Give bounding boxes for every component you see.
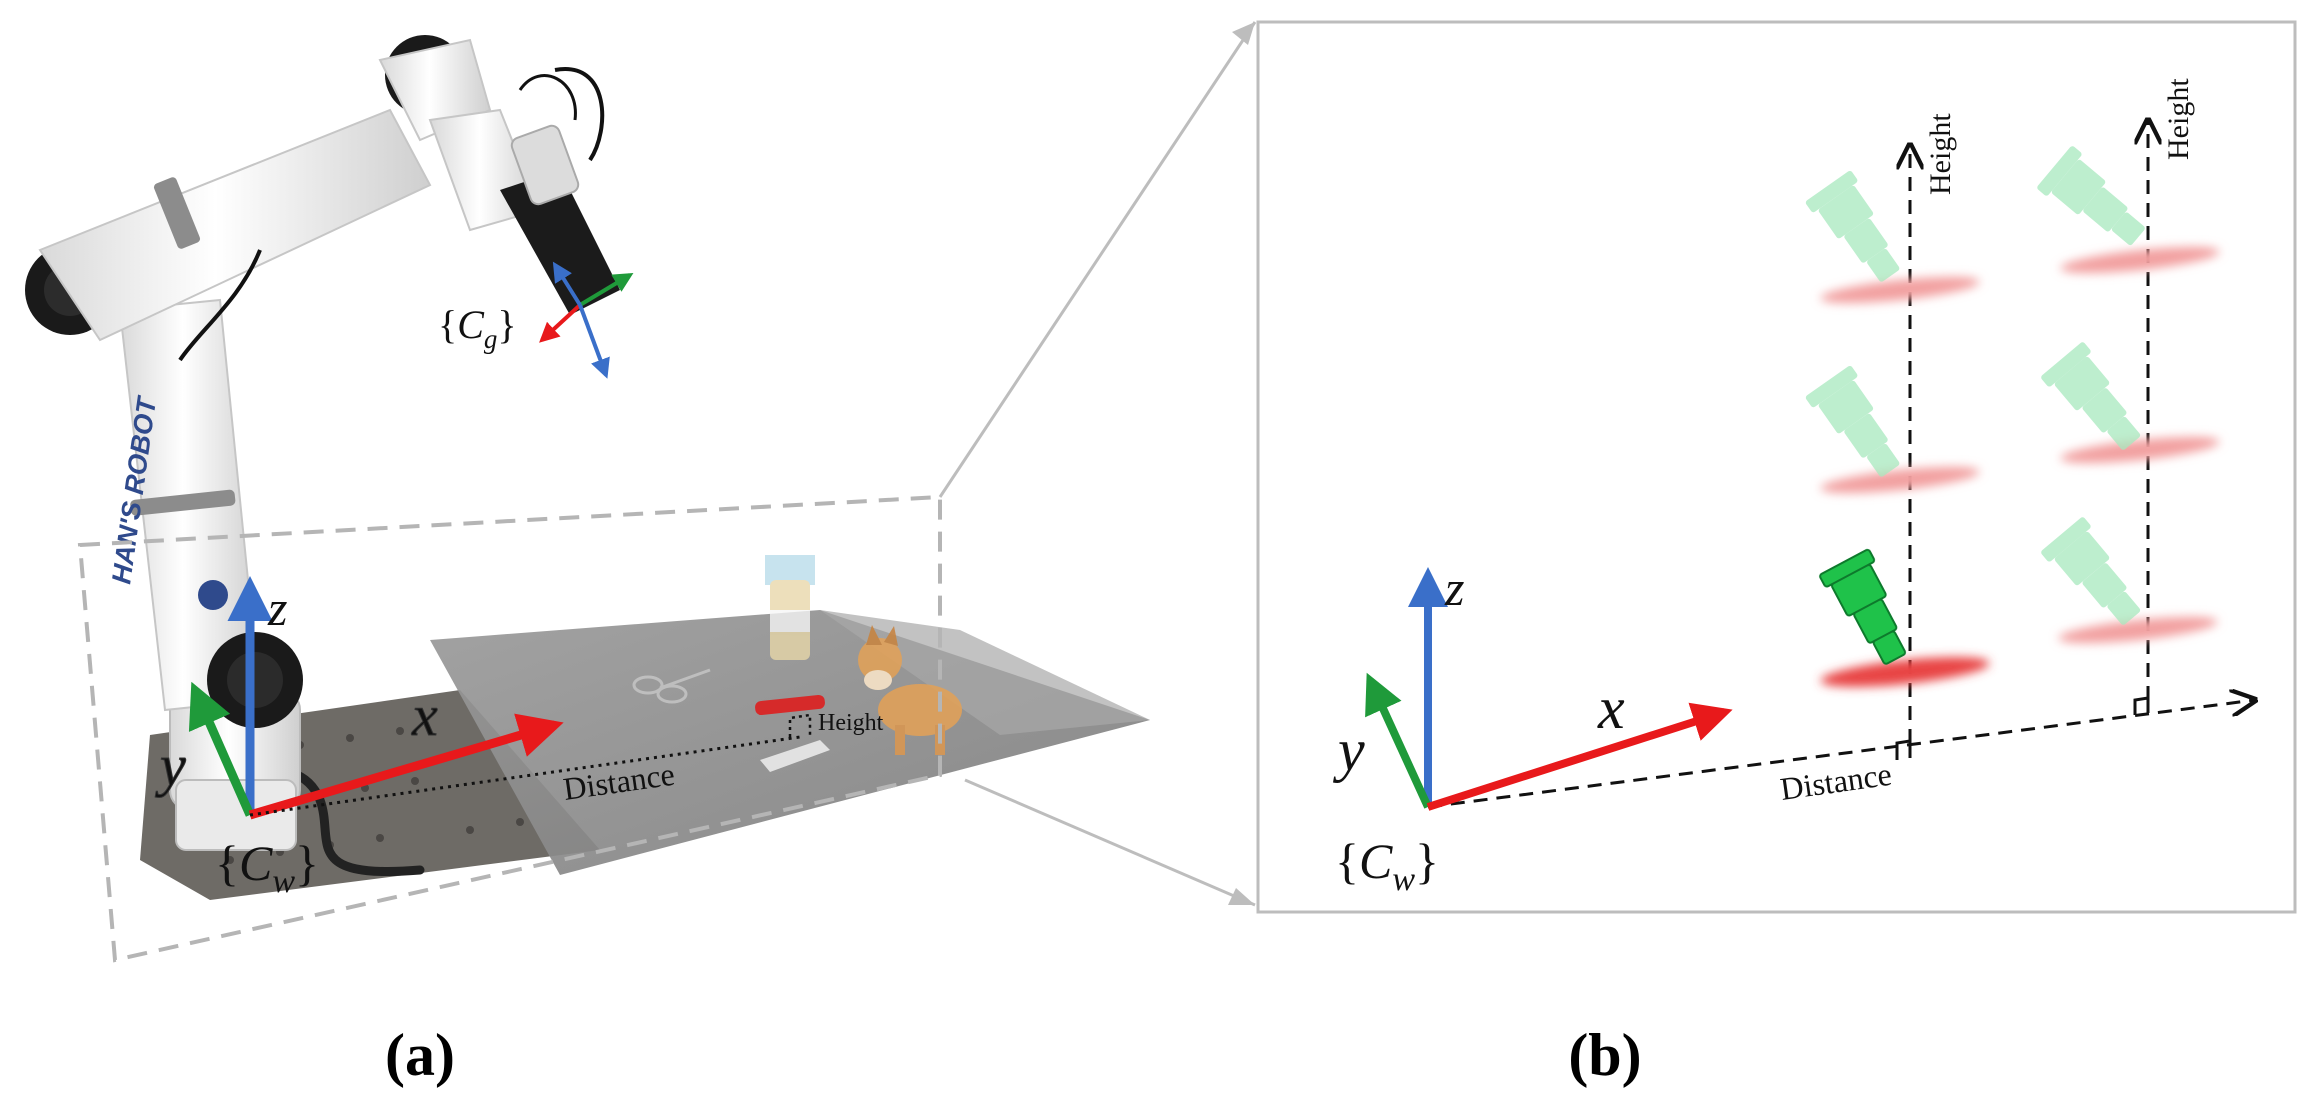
- scissors-icon: [632, 668, 711, 704]
- height-label-b-2: Height: [2162, 78, 2195, 160]
- work-table-shadow: [820, 610, 1150, 735]
- caption-a: (a): [385, 1022, 455, 1088]
- axis-y-label-b: y: [1332, 717, 1365, 783]
- axis-z-label: z: [267, 580, 287, 636]
- axis-y-arrow: [188, 681, 255, 817]
- axis-z-label-b: z: [1444, 560, 1464, 616]
- axis-y-arrow-b: [1365, 672, 1432, 809]
- world-frame-axes: [188, 576, 812, 820]
- gripper-frame-label: {Cg}: [438, 302, 517, 354]
- bottle-icon: [765, 555, 815, 660]
- world-frame-axes-b: [1365, 567, 1733, 811]
- zoom-connector-bottom-arrowhead: [1228, 888, 1255, 905]
- zoom-connector-bottom: [964, 778, 1256, 907]
- axis-x-label: x: [411, 683, 438, 748]
- gripper-frame-axes: [539, 261, 634, 379]
- zoom-region-box: [77, 494, 942, 963]
- axis-x-arrow-b: [1426, 702, 1733, 811]
- axis-y-label: y: [155, 733, 186, 798]
- gripper-shadows: [1820, 247, 2220, 687]
- marker-pen: [755, 694, 825, 716]
- zoom-connector-top-arrowhead: [1232, 22, 1255, 45]
- distance-axis: [1427, 700, 2255, 809]
- world-frame-label-b: {Cw}: [1335, 833, 1439, 898]
- height-bracket: [788, 713, 812, 737]
- zoom-connector-top: [938, 21, 1257, 498]
- height-label: Height: [818, 710, 884, 736]
- caption-b: (b): [1568, 1022, 1641, 1088]
- robot-logo-icon: [198, 580, 228, 610]
- height-label-b-1: Height: [1924, 113, 1957, 195]
- height-axis-2-foot: [2133, 696, 2150, 715]
- panel-a: HAN'S ROBOT: [25, 35, 1150, 1088]
- height-axis-1-foot: [1895, 739, 1912, 760]
- white-tool: [760, 740, 830, 772]
- robot-arm: HAN'S ROBOT: [25, 35, 620, 851]
- panel-b: Distance Height Height: [1256, 20, 2297, 1088]
- axis-x-arrow: [248, 713, 564, 820]
- world-frame-label: {Cw}: [215, 835, 319, 900]
- axis-x-label-b: x: [1597, 675, 1625, 741]
